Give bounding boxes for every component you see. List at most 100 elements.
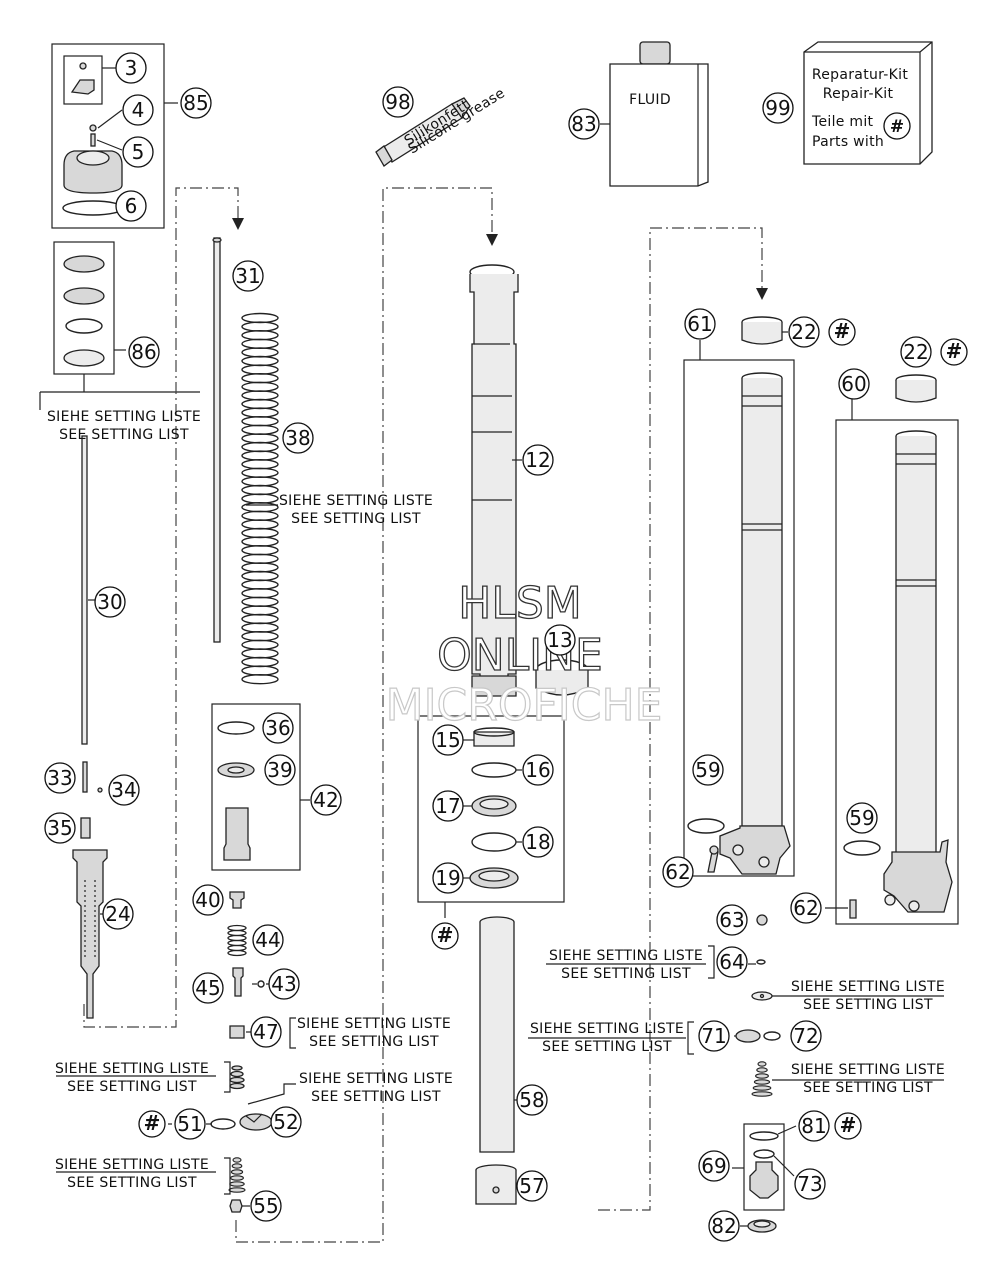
callout-83: 83 <box>568 108 600 140</box>
setting-note-10-de: SIEHE SETTING LISTE <box>791 1062 945 1078</box>
part-47-shape <box>229 1025 245 1039</box>
setting-note-9-de: SIEHE SETTING LISTE <box>530 1021 684 1037</box>
part-42-piston <box>223 807 251 861</box>
callout-label: 30 <box>97 590 122 614</box>
callout-label: 42 <box>313 788 338 812</box>
setting-note-6: SIEHE SETTING LISTE SEE SETTING LIST <box>55 1157 209 1191</box>
callout-label: 44 <box>255 928 280 952</box>
part-16-ring <box>471 762 517 778</box>
callout-label: 6 <box>125 194 138 218</box>
callout-label: 57 <box>519 1174 544 1198</box>
callout-51: 51 <box>174 1108 206 1140</box>
callout-82: 82 <box>708 1210 740 1242</box>
part-51-ring <box>210 1118 236 1130</box>
setting-note-7-de: SIEHE SETTING LISTE <box>549 948 703 964</box>
part-34-shape <box>97 787 103 793</box>
callout-62: 62 <box>662 856 694 888</box>
part-22-bushing-b <box>895 374 937 403</box>
repair-kit-hash-circle <box>883 112 911 140</box>
callout-label: 83 <box>571 112 596 136</box>
callout-label: 38 <box>285 426 310 450</box>
hash-symbol: # <box>437 923 454 947</box>
callout-label: 45 <box>195 976 220 1000</box>
callout-label: 73 <box>797 1172 822 1196</box>
setting-note-8-de: SIEHE SETTING LISTE <box>791 979 945 995</box>
repair-kit-line2: Repair-Kit <box>823 86 894 102</box>
setting-note-6-en: SEE SETTING LIST <box>67 1175 197 1191</box>
callout-60: 60 <box>838 368 870 400</box>
part-71-piston <box>735 1029 761 1043</box>
callout-label: 12 <box>525 448 550 472</box>
callout-label: 69 <box>701 1154 726 1178</box>
hash-marker: # <box>834 1112 862 1140</box>
callout-52: 52 <box>270 1106 302 1138</box>
callout-64: 64 <box>716 946 748 978</box>
part-62b-bolt <box>849 899 857 919</box>
repair-kit-hash: # <box>890 117 904 137</box>
callout-label: 55 <box>253 1194 278 1218</box>
setting-note-1: SIEHE SETTING LISTE SEE SETTING LIST <box>47 409 201 443</box>
part-69-valve <box>749 1161 779 1199</box>
setting-note-1-en: SEE SETTING LIST <box>59 427 189 443</box>
callout-label: 3 <box>125 56 138 80</box>
callout-label: 5 <box>132 140 145 164</box>
callout-55: 55 <box>250 1190 282 1222</box>
callout-73: 73 <box>794 1168 826 1200</box>
repair-kit-line4: Parts with <box>812 134 884 150</box>
callout-24: 24 <box>102 898 134 930</box>
callout-72: 72 <box>790 1020 822 1052</box>
callout-15: 15 <box>432 724 464 756</box>
callout-6: 6 <box>115 190 147 222</box>
arrow-down-1 <box>232 218 244 230</box>
setting-note-5: SIEHE SETTING LISTE SEE SETTING LIST <box>299 1071 453 1105</box>
hash-marker: # <box>138 1110 166 1138</box>
part-52-piston <box>239 1113 273 1131</box>
part-35-shape <box>80 817 91 839</box>
callout-33: 33 <box>44 762 76 794</box>
callout-label: 4 <box>132 98 145 122</box>
hash-symbol: # <box>840 1113 857 1137</box>
callout-label: 22 <box>903 340 928 364</box>
setting-note-9: SIEHE SETTING LISTE SEE SETTING LIST <box>530 1021 684 1055</box>
hash-marker: # <box>431 922 459 950</box>
part-55-nut <box>229 1199 243 1213</box>
part-86-washer-2 <box>63 287 105 305</box>
part-24-cartridge <box>72 849 108 1019</box>
box-69-frame <box>743 1123 785 1211</box>
setting-note-5-de: SIEHE SETTING LISTE <box>299 1071 453 1087</box>
callout-19: 19 <box>432 862 464 894</box>
part-4-shape <box>89 124 97 132</box>
setting-note-10: SIEHE SETTING LISTE SEE SETTING LIST <box>791 1062 945 1096</box>
callout-18: 18 <box>522 826 554 858</box>
grease-label-2: Silicone grease <box>406 85 508 157</box>
part-44-spring <box>227 924 247 957</box>
repair-kit-line1: Reparatur-Kit <box>812 67 908 83</box>
callout-label: 86 <box>131 340 156 364</box>
part-57-spacer <box>475 1164 517 1205</box>
callout-34: 34 <box>108 774 140 806</box>
callout-31: 31 <box>232 260 264 292</box>
fluid-label: FLUID <box>629 92 671 108</box>
callout-43: 43 <box>268 968 300 1000</box>
part-86-ring-3 <box>65 318 103 334</box>
callout-label: 13 <box>547 628 572 652</box>
callout-label: 24 <box>105 902 130 926</box>
hash-symbol: # <box>946 339 963 363</box>
setting-note-8: SIEHE SETTING LISTE SEE SETTING LIST <box>791 979 945 1013</box>
setting-note-6-de: SIEHE SETTING LISTE <box>55 1157 209 1173</box>
callout-label: 82 <box>711 1214 736 1238</box>
callout-label: 59 <box>695 758 720 782</box>
part-13-bushing <box>535 659 589 696</box>
repair-kit-line3: Teile mit <box>811 114 874 130</box>
callout-label: 99 <box>765 96 790 120</box>
callout-47: 47 <box>250 1016 282 1048</box>
part-81-ring <box>749 1131 779 1141</box>
part-38-spring <box>241 312 279 685</box>
callout-59: 59 <box>692 754 724 786</box>
callout-label: 62 <box>665 860 690 884</box>
callout-35: 35 <box>44 812 76 844</box>
callout-13: 13 <box>544 624 576 656</box>
